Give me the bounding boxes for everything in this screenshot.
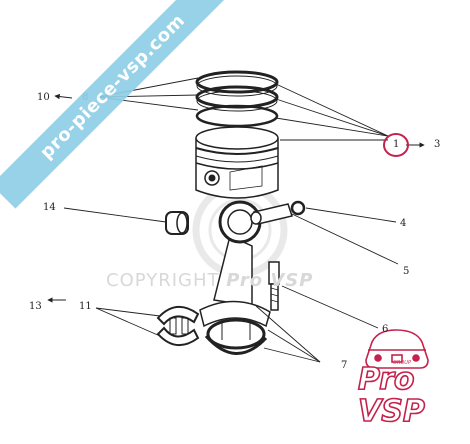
- bushing: [165, 211, 189, 235]
- callout-14: 14: [43, 202, 56, 213]
- logo-group-text: GROUP: [393, 360, 411, 366]
- callout-5: 5: [403, 266, 410, 277]
- callout-10: 10: [37, 92, 50, 103]
- copyright-brand: Pro VSP: [226, 270, 314, 291]
- piston: [195, 126, 279, 199]
- callout-7: 7: [341, 360, 348, 371]
- callout-1: 1: [393, 139, 400, 150]
- callout-13: 13: [29, 301, 42, 312]
- rod-bolt: [268, 261, 280, 311]
- circlip: [290, 200, 306, 216]
- highlight-circle: [383, 133, 409, 157]
- logo-car-icon: [365, 329, 429, 369]
- logo-pro-text: Pro: [357, 361, 415, 398]
- callout-4: 4: [400, 218, 407, 229]
- bearing-shells: [156, 306, 200, 346]
- pro-vsp-logo: GROUP Pro VSP: [354, 322, 466, 438]
- logo-vsp-text: VSP: [357, 393, 425, 430]
- connecting-rod: [199, 200, 271, 355]
- piston-rings: [195, 70, 279, 128]
- callout-11: 11: [79, 301, 92, 312]
- piston-pin: [250, 203, 293, 225]
- callout-3: 3: [434, 139, 441, 150]
- copyright-text: COPYRIGHT: [106, 270, 220, 291]
- copyright-watermark: COPYRIGHT Pro VSP: [106, 270, 313, 291]
- callout-6: 6: [382, 324, 389, 335]
